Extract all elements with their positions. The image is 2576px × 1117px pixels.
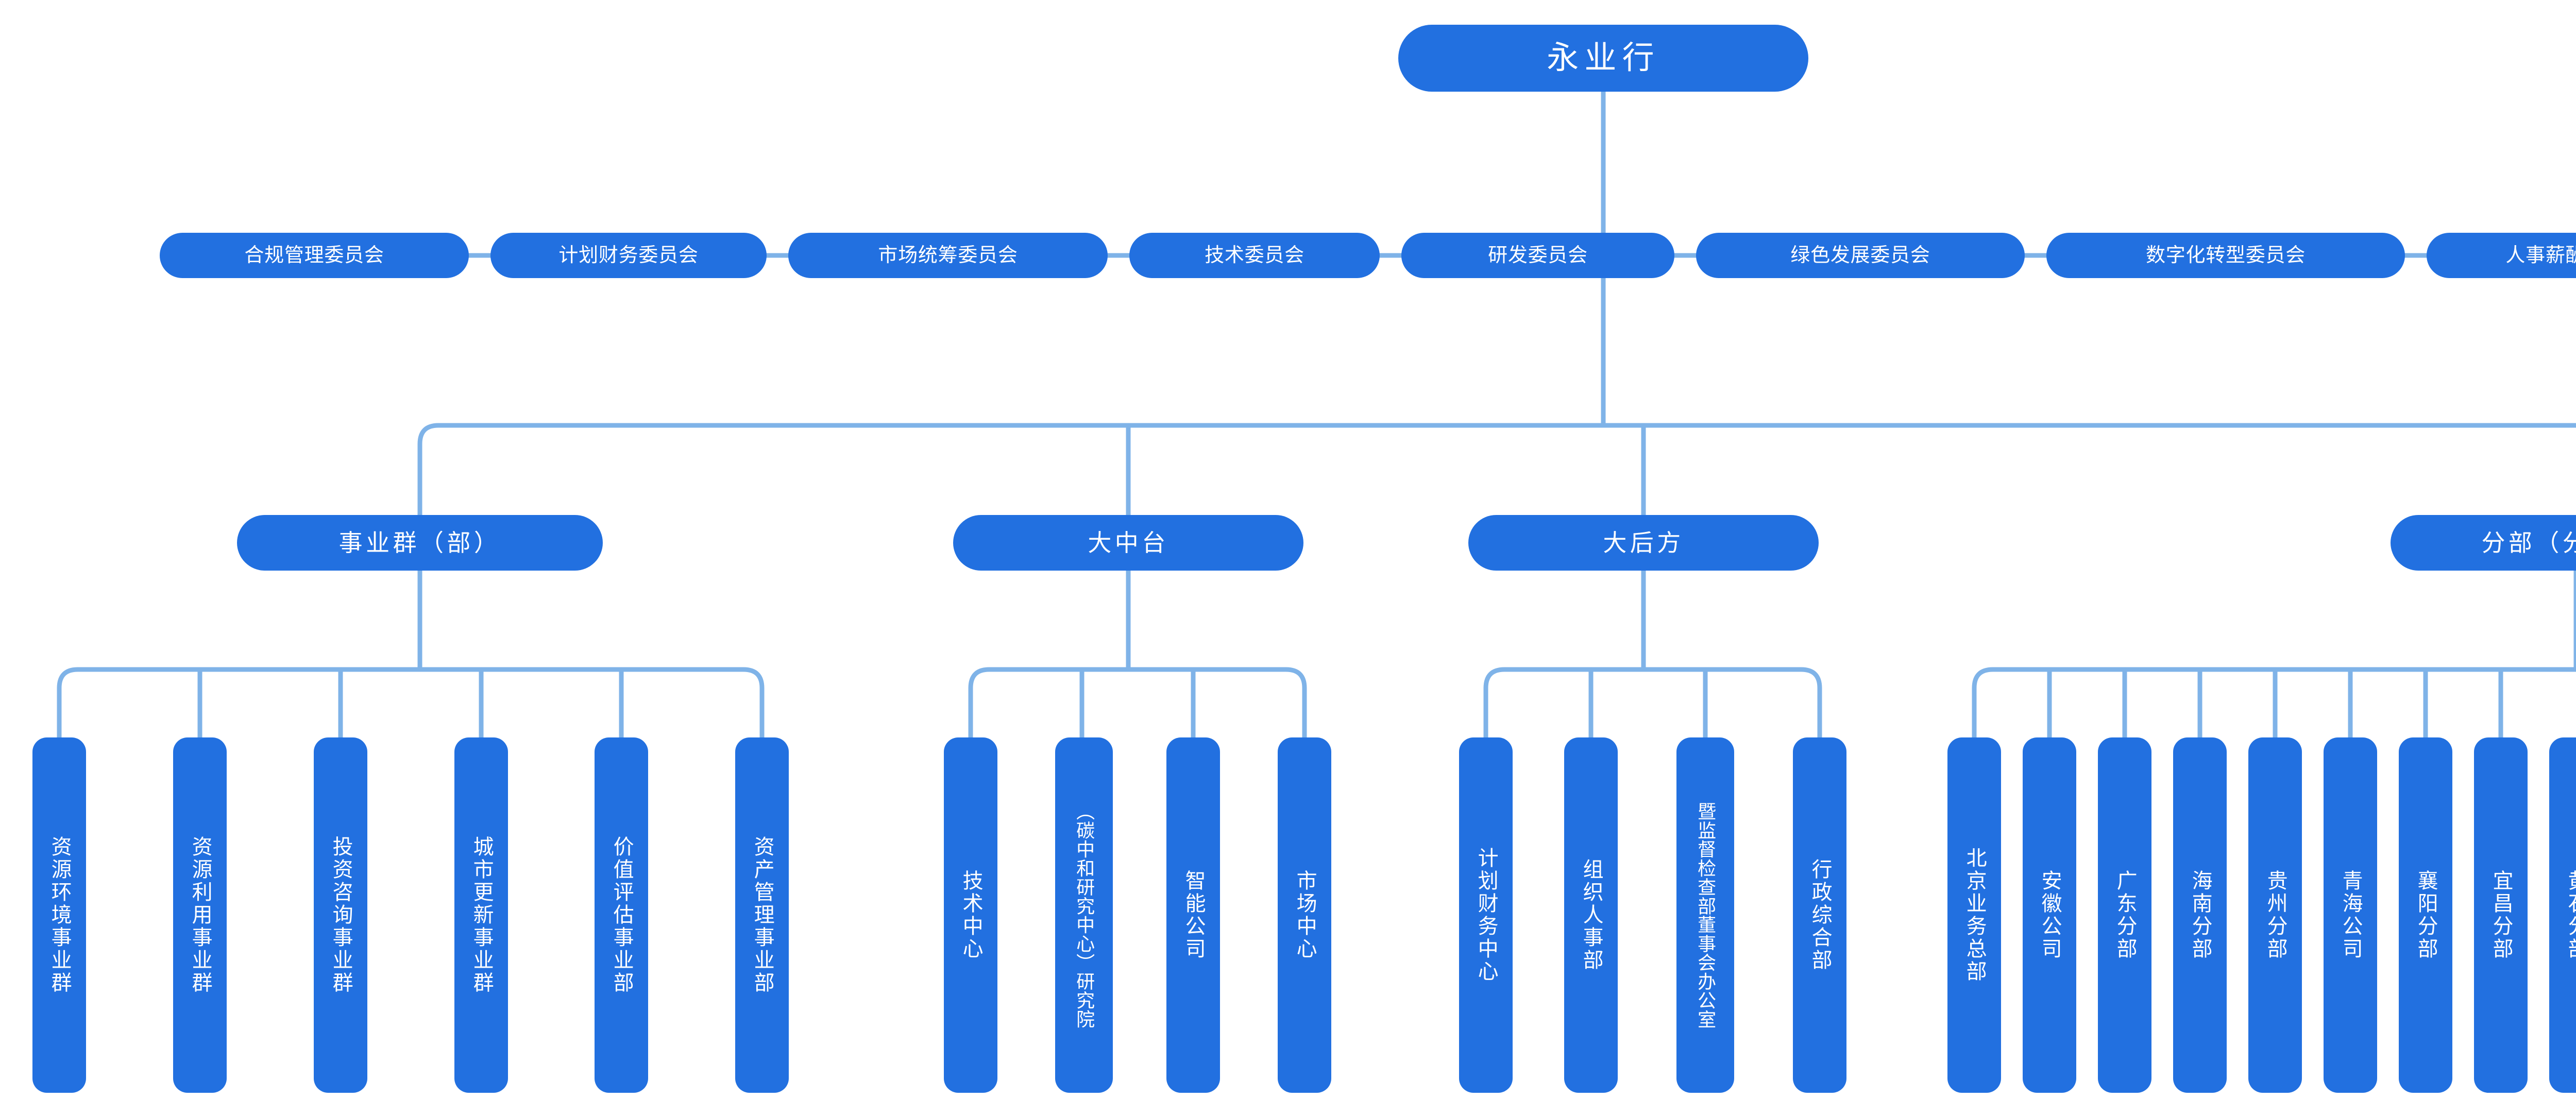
leaf-yanjiuyuan-col-right: （碳中和研究中心） <box>1074 801 1095 972</box>
committee-node-7[interactable]: 数字化转型委员会 <box>2046 233 2405 278</box>
leaf-guizhou[interactable]: 贵州分部 <box>2248 737 2302 1093</box>
committee-node-8[interactable]: 人事薪酬委员会 <box>2427 233 2576 278</box>
committee-node-3[interactable]: 市场统筹委员会 <box>788 233 1108 278</box>
level2-bus <box>417 423 2576 518</box>
root-node[interactable]: 永业行 <box>1398 25 1808 92</box>
leaf-ziyuan-huanjing[interactable]: 资源环境事业群 <box>32 737 86 1093</box>
group-node-fenbu[interactable]: 分部（分公司） <box>2391 515 2576 571</box>
committee-node-6[interactable]: 绿色发展委员会 <box>1696 233 2025 278</box>
leaf-anhui[interactable]: 安徽公司 <box>2023 737 2076 1093</box>
leaf-huangshi[interactable]: 黄石分部 <box>2549 737 2576 1093</box>
leaf-xiangyang[interactable]: 襄阳分部 <box>2399 737 2452 1093</box>
leaf-jiandu-jiancha-bu[interactable]: 暨监督检查部 董事会办公室 <box>1676 737 1734 1093</box>
leaf-zuzhi-renshi-bu[interactable]: 组织人事部 <box>1564 737 1618 1093</box>
leaf-hainan[interactable]: 海南分部 <box>2173 737 2227 1093</box>
leaf-guangdong[interactable]: 广东分部 <box>2098 737 2151 1093</box>
leaf-touzi-zixun[interactable]: 投资咨询事业群 <box>314 737 367 1093</box>
group2-bus <box>968 667 1307 740</box>
committee-node-4[interactable]: 技术委员会 <box>1129 233 1380 278</box>
leaf-zichan-guanli[interactable]: 资产管理事业部 <box>735 737 789 1093</box>
leaf-qinghai[interactable]: 青海公司 <box>2324 737 2377 1093</box>
committee-node-5[interactable]: 研发委员会 <box>1401 233 1674 278</box>
leaf-jihua-caiwu-zhongxin[interactable]: 计划财务中心 <box>1459 737 1513 1093</box>
group3-bus <box>1483 667 1822 740</box>
group-node-shiyequn[interactable]: 事业群（部） <box>237 515 603 571</box>
group1-bus <box>57 667 765 740</box>
committee-node-1[interactable]: 合规管理委员会 <box>160 233 469 278</box>
group4-bus <box>1972 667 2576 740</box>
leaf-jishu-zhongxin[interactable]: 技术中心 <box>944 737 997 1093</box>
leaf-ziyuan-liyong[interactable]: 资源利用事业群 <box>173 737 227 1093</box>
committee-node-2[interactable]: 计划财务委员会 <box>490 233 767 278</box>
leaf-jiazhi-pinggu[interactable]: 价值评估事业部 <box>595 737 648 1093</box>
leaf-zhineng-gongsi[interactable]: 智能公司 <box>1166 737 1220 1093</box>
leaf-jiandu-col-left: 董事会办公室 <box>1695 915 1717 1029</box>
group-node-dazhongtai[interactable]: 大中台 <box>953 515 1303 571</box>
leaf-yichang[interactable]: 宜昌分部 <box>2474 737 2528 1093</box>
leaf-jiandu-col-right: 暨监督检查部 <box>1695 801 1717 915</box>
leaf-yanjiuyuan-col-left: 研究院 <box>1074 972 1095 1029</box>
leaf-beijing[interactable]: 北京业务总部 <box>1947 737 2001 1093</box>
leaf-chengshi-gengxin[interactable]: 城市更新事业群 <box>454 737 508 1093</box>
leaf-xingzheng-zonghe-bu[interactable]: 行政综合部 <box>1793 737 1846 1093</box>
leaf-yanjiuyuan[interactable]: （碳中和研究中心） 研究院 <box>1055 737 1113 1093</box>
group-node-dahoufang[interactable]: 大后方 <box>1468 515 1819 571</box>
leaf-shichang-zhongxin[interactable]: 市场中心 <box>1278 737 1331 1093</box>
